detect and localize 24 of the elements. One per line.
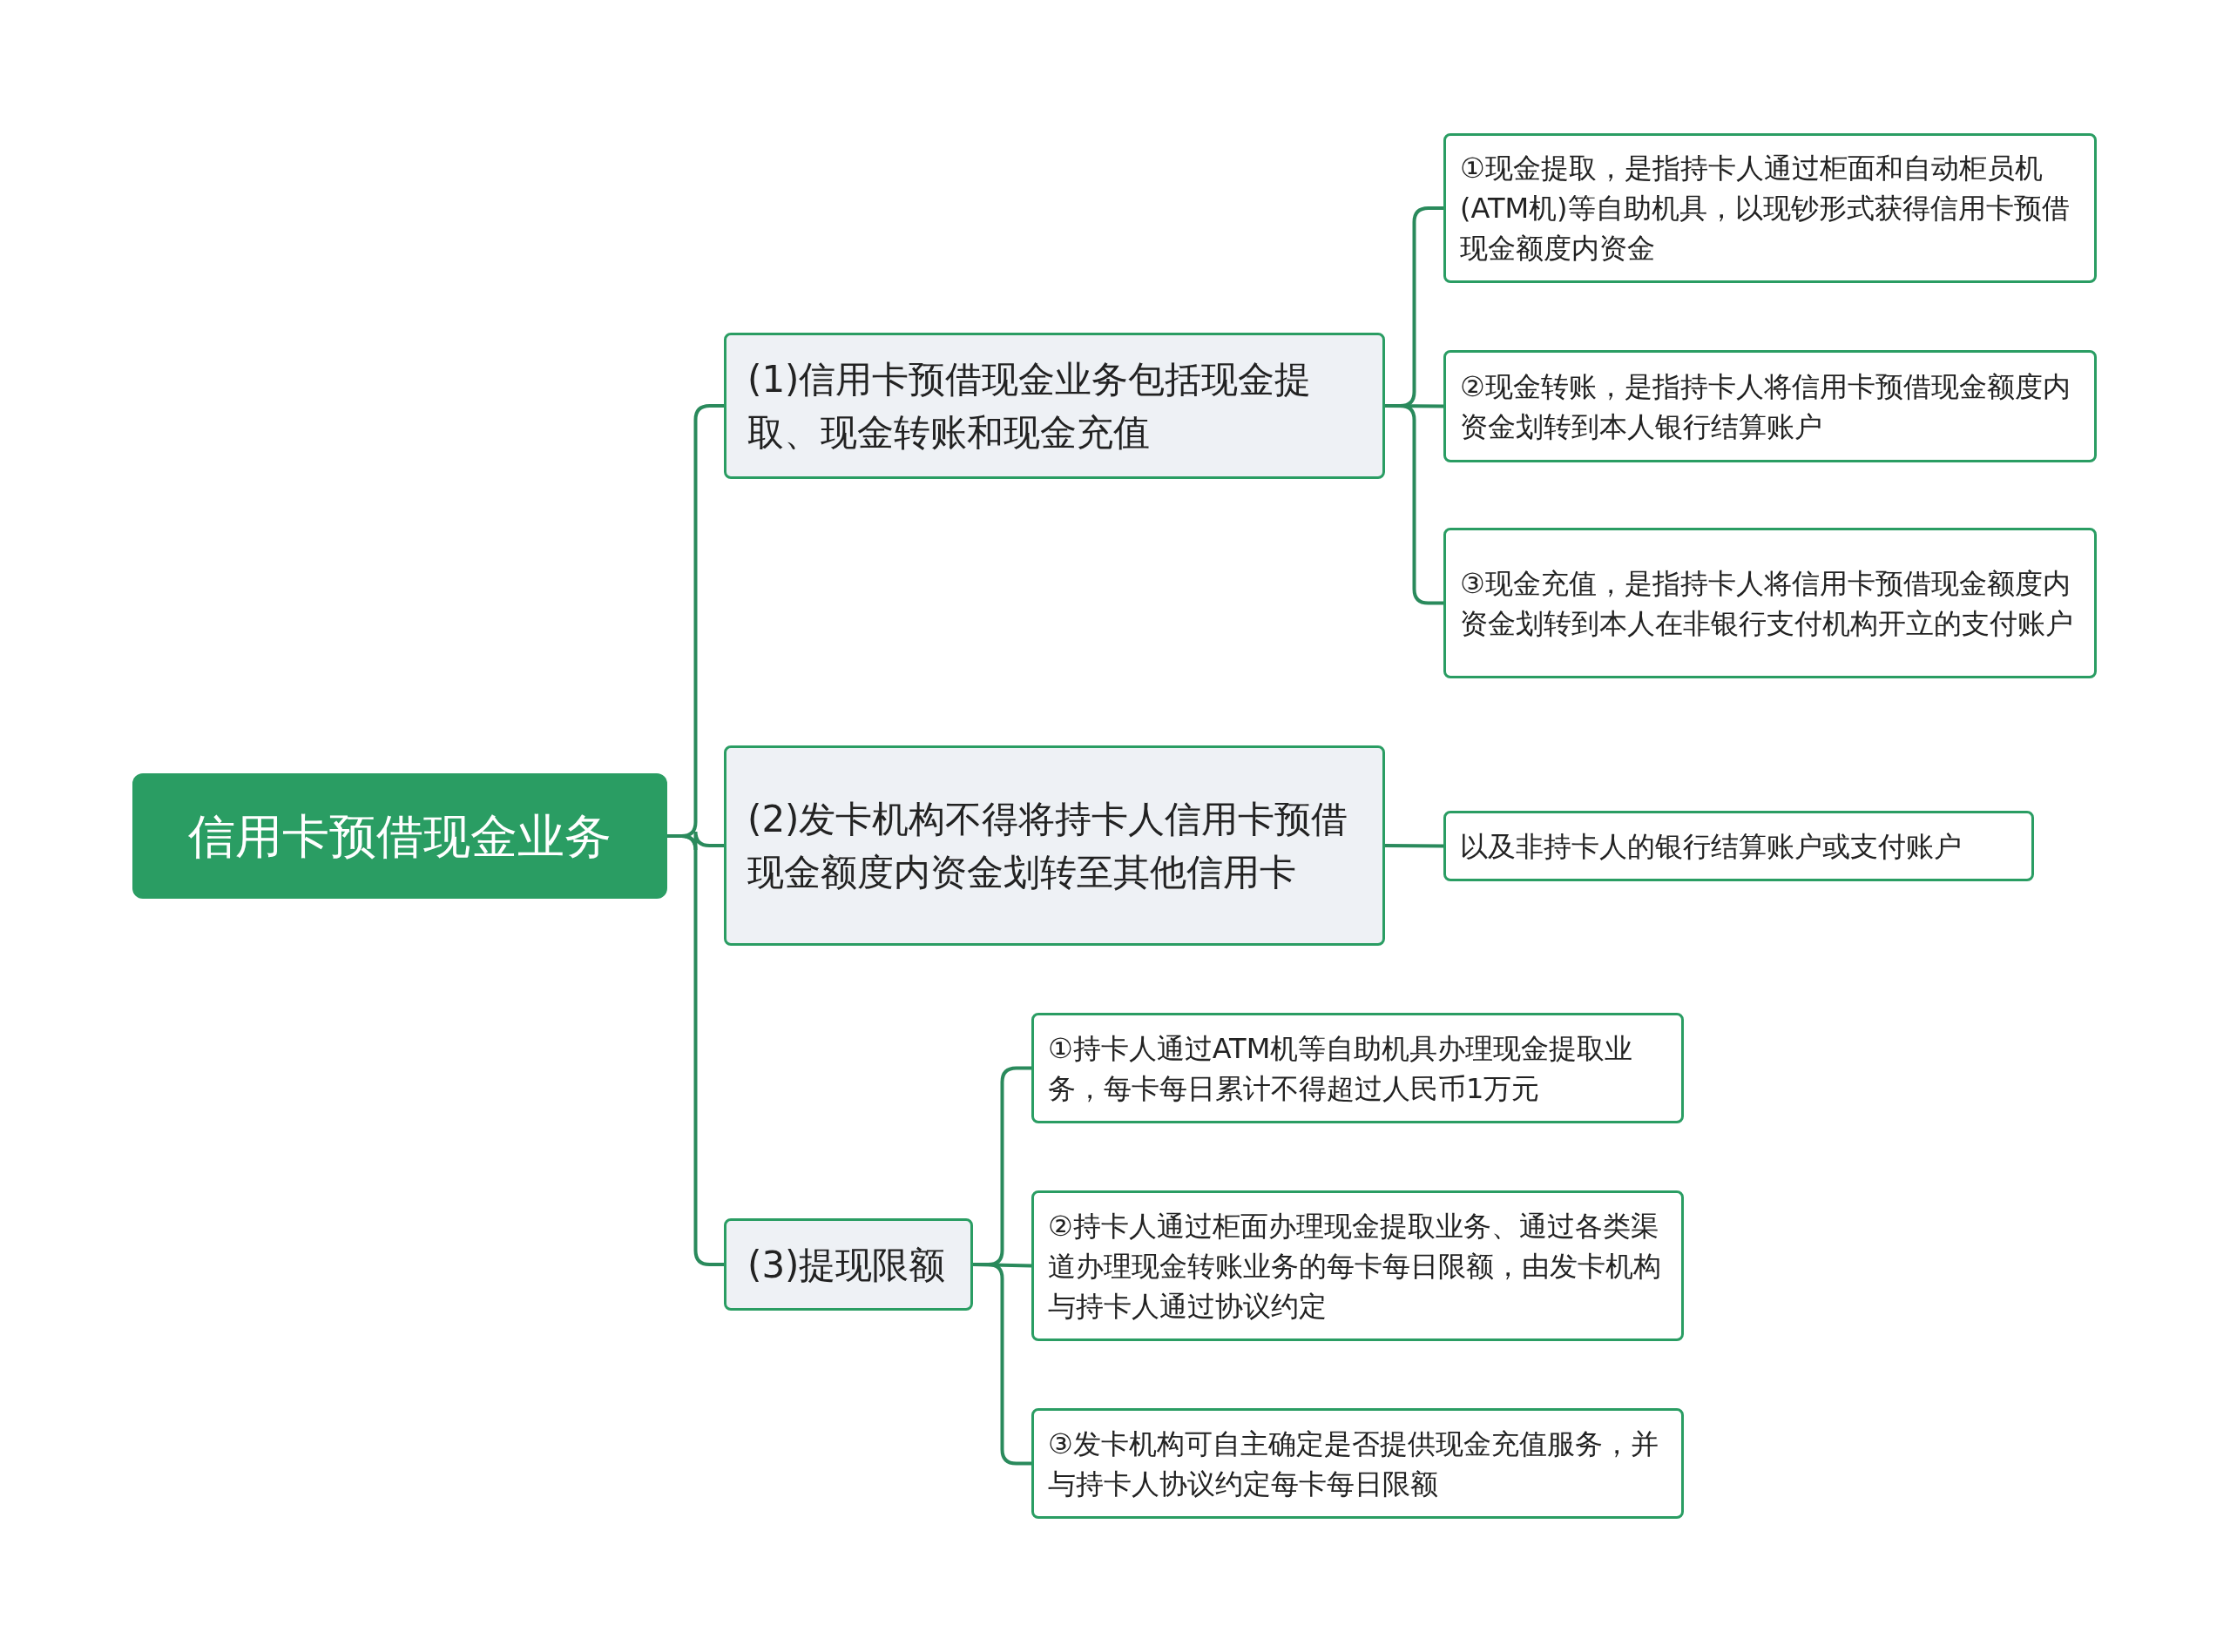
topic-box [724, 1218, 973, 1311]
subtopic-box [1443, 133, 2097, 283]
subtopic-box [1031, 1408, 1684, 1519]
topic-text: 信用卡预借现金业务 [188, 807, 612, 866]
topic-text: ①持卡人通过ATM机等自助机具办理现金提取业务，每卡每日累计不得超过人民币1万元 [1048, 1030, 1634, 1107]
topic-text: (2)发卡机构不得将持卡人信用卡预借现金额度内资金划转至其他信用卡 [747, 797, 1349, 895]
topic-box [724, 745, 1385, 946]
subtopic-box [1031, 1013, 1684, 1123]
subtopic-box [1031, 1190, 1684, 1341]
subtopic-box [1443, 350, 2097, 462]
topic-text: ③发卡机构可自主确定是否提供现金充值服务，并与持卡人协议约定每卡每日限额 [1048, 1426, 1659, 1502]
subtopic-box [1443, 528, 2097, 678]
topic-text: (3)提现限额 [747, 1242, 946, 1288]
topic-text: ①现金提取，是指持卡人通过柜面和自动柜员机(ATM机)等自助机具，以现钞形式获得信用卡预借现金额度内资金 [1460, 151, 2071, 266]
root-topic-box [132, 773, 667, 899]
topic-text: 以及非持卡人的银行结算账户或支付账户 [1460, 828, 1962, 865]
subtopic-box [1443, 811, 2034, 881]
topic-box [724, 333, 1385, 479]
topic-text: ③现金充值，是指持卡人将信用卡预借现金额度内资金划转到本人在非银行支付机构开立的支付账户 [1460, 565, 2074, 642]
topic-text: ②现金转账，是指持卡人将信用卡预借现金额度内资金划转到本人银行结算账户 [1460, 368, 2071, 445]
connector-line [667, 834, 724, 1266]
connector-line [1385, 844, 1443, 848]
topic-text: (1)信用卡预借现金业务包括现金提取、现金转账和现金充值 [747, 357, 1313, 455]
topic-text: ②持卡人通过柜面办理现金提取业务、通过各类渠道办理现金转账业务的每卡每日限额，由发卡机构与持卡人通过协议约定 [1048, 1208, 1662, 1325]
